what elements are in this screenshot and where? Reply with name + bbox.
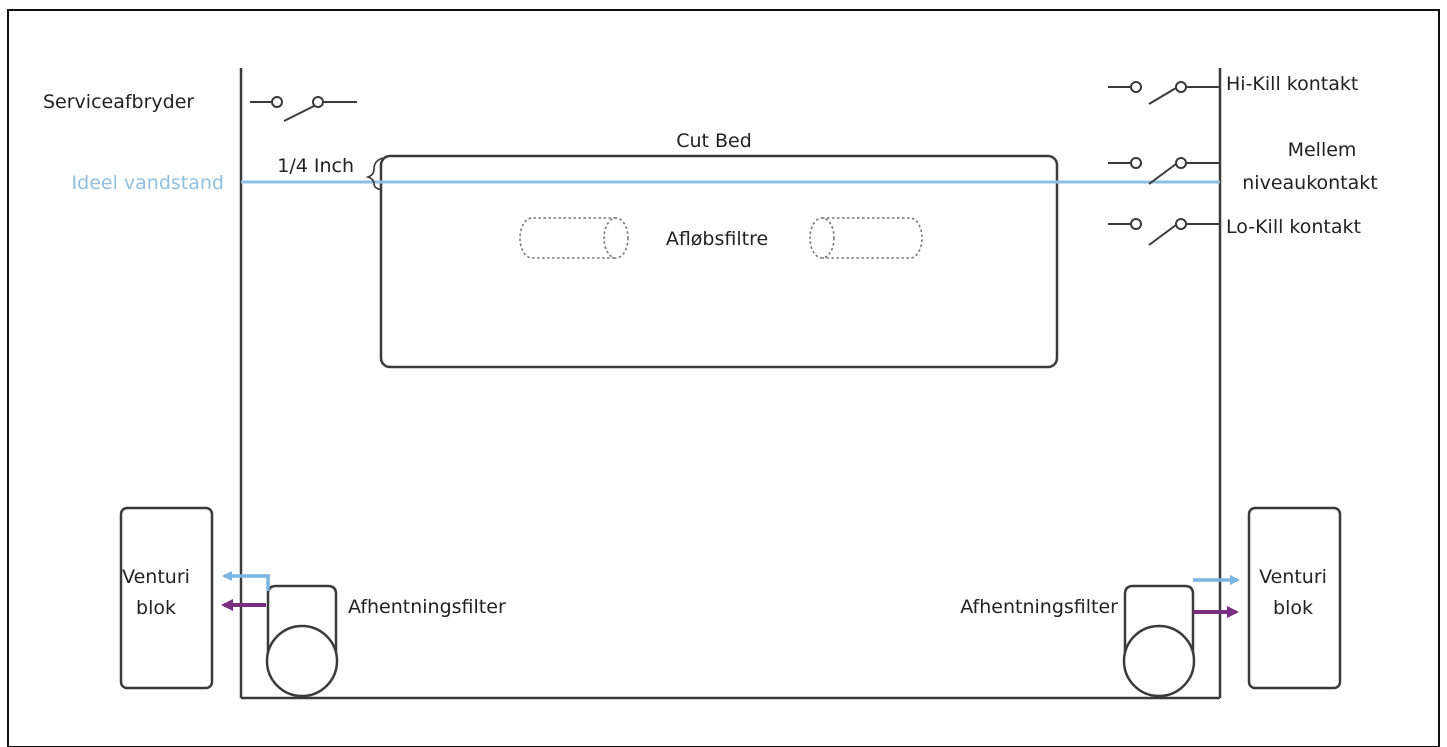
pickup-filter-left-icon: [265, 584, 339, 698]
quarter-inch-label: 1/4 Inch: [277, 155, 354, 177]
hi-kill-switch-icon: [1108, 81, 1220, 105]
tank-outline: [239, 68, 1222, 700]
quarter-inch-bracket-icon: [365, 157, 384, 191]
hi-kill-label: Hi-Kill kontakt: [1226, 73, 1358, 95]
venturi-block-right: [1247, 506, 1342, 690]
venturi-left-label-line2: blok: [136, 597, 176, 619]
venturi-block-left: [119, 506, 214, 690]
inflow-arrow-left-icon: [222, 571, 270, 591]
drain-filter-left-icon: [519, 217, 629, 259]
mid-level-switch-icon: [1108, 157, 1220, 185]
lo-kill-switch-icon: [1108, 218, 1220, 246]
diagram-frame: [7, 9, 1440, 747]
venturi-left-label-line1: Venturi: [122, 566, 190, 588]
service-switch-icon: [250, 96, 357, 122]
drain-filters-label: Afløbsfiltre: [666, 228, 768, 250]
lo-kill-label: Lo-Kill kontakt: [1226, 216, 1361, 238]
cut-bed-label: Cut Bed: [676, 130, 752, 152]
cut-bed-box: [379, 154, 1059, 369]
venturi-right-label-line2: blok: [1273, 597, 1313, 619]
mid-level-label-line2: niveaukontakt: [1242, 172, 1377, 194]
pickup-filter-left-label: Afhentningsfilter: [348, 596, 506, 618]
venturi-right-label-line1: Venturi: [1259, 566, 1327, 588]
pickup-filter-right-icon: [1122, 584, 1196, 698]
pickup-filter-right-label: Afhentningsfilter: [960, 596, 1118, 618]
drain-filter-right-icon: [809, 217, 923, 259]
ideal-water-level-label: Ideel vandstand: [72, 172, 224, 194]
service-switch-label: Serviceafbryder: [43, 91, 194, 113]
mid-level-label-line1: Mellem: [1288, 139, 1357, 161]
